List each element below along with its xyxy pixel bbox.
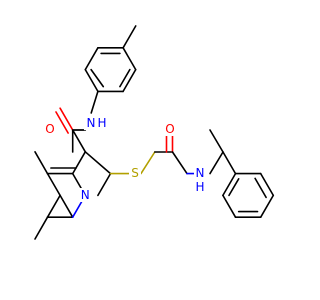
tolyl-ring xyxy=(84,25,137,93)
carbonyl-o1-label: O xyxy=(45,122,54,136)
atom-carbonyl-o1: O xyxy=(44,122,56,136)
molecule-drawing: N H O S N O N H xyxy=(34,25,275,240)
atom-amine-n: N H xyxy=(194,166,206,194)
bond xyxy=(119,68,131,88)
bond xyxy=(222,151,237,175)
bond xyxy=(59,194,74,218)
methyl-bond xyxy=(34,151,49,175)
bond xyxy=(228,178,240,197)
bond xyxy=(46,194,61,218)
bond xyxy=(209,151,224,175)
bond xyxy=(59,107,74,131)
amide-h-label: H xyxy=(97,116,106,130)
methyl-bond xyxy=(209,129,224,153)
amine-h-label: H xyxy=(195,180,204,194)
bond xyxy=(46,172,61,197)
pyridine-n-label: N xyxy=(81,188,90,202)
atom-carbonyl-o2: O xyxy=(164,122,176,136)
bond xyxy=(84,46,99,71)
bond xyxy=(84,151,112,175)
atom-thioether-s: S xyxy=(129,166,141,180)
methyl-bond xyxy=(34,216,49,240)
bond xyxy=(259,194,275,218)
bond xyxy=(71,129,87,153)
pyridine-ring xyxy=(34,151,112,240)
bond xyxy=(55,111,69,134)
bond xyxy=(171,151,188,175)
bond xyxy=(90,90,99,114)
atom-pyridine-n: N xyxy=(79,188,91,202)
bond xyxy=(97,172,112,197)
bond xyxy=(122,46,137,71)
bond xyxy=(254,177,267,199)
bond xyxy=(222,172,237,197)
bond xyxy=(84,68,99,93)
bond xyxy=(71,151,87,175)
methyl-bond xyxy=(122,25,137,49)
amine-n-label: N xyxy=(196,166,205,180)
bond xyxy=(259,172,275,197)
thioether-s-label: S xyxy=(131,166,139,180)
amide-n-label: N xyxy=(87,116,96,130)
bond xyxy=(222,194,237,218)
bond xyxy=(122,68,137,93)
bond xyxy=(90,68,105,88)
structure-diagram: N H O S N O N H xyxy=(34,25,275,240)
carbonyl-o2-label: O xyxy=(165,122,174,136)
atom-amide-n: N H xyxy=(84,116,107,130)
phenyl-ring xyxy=(222,172,275,218)
bond xyxy=(140,151,156,175)
